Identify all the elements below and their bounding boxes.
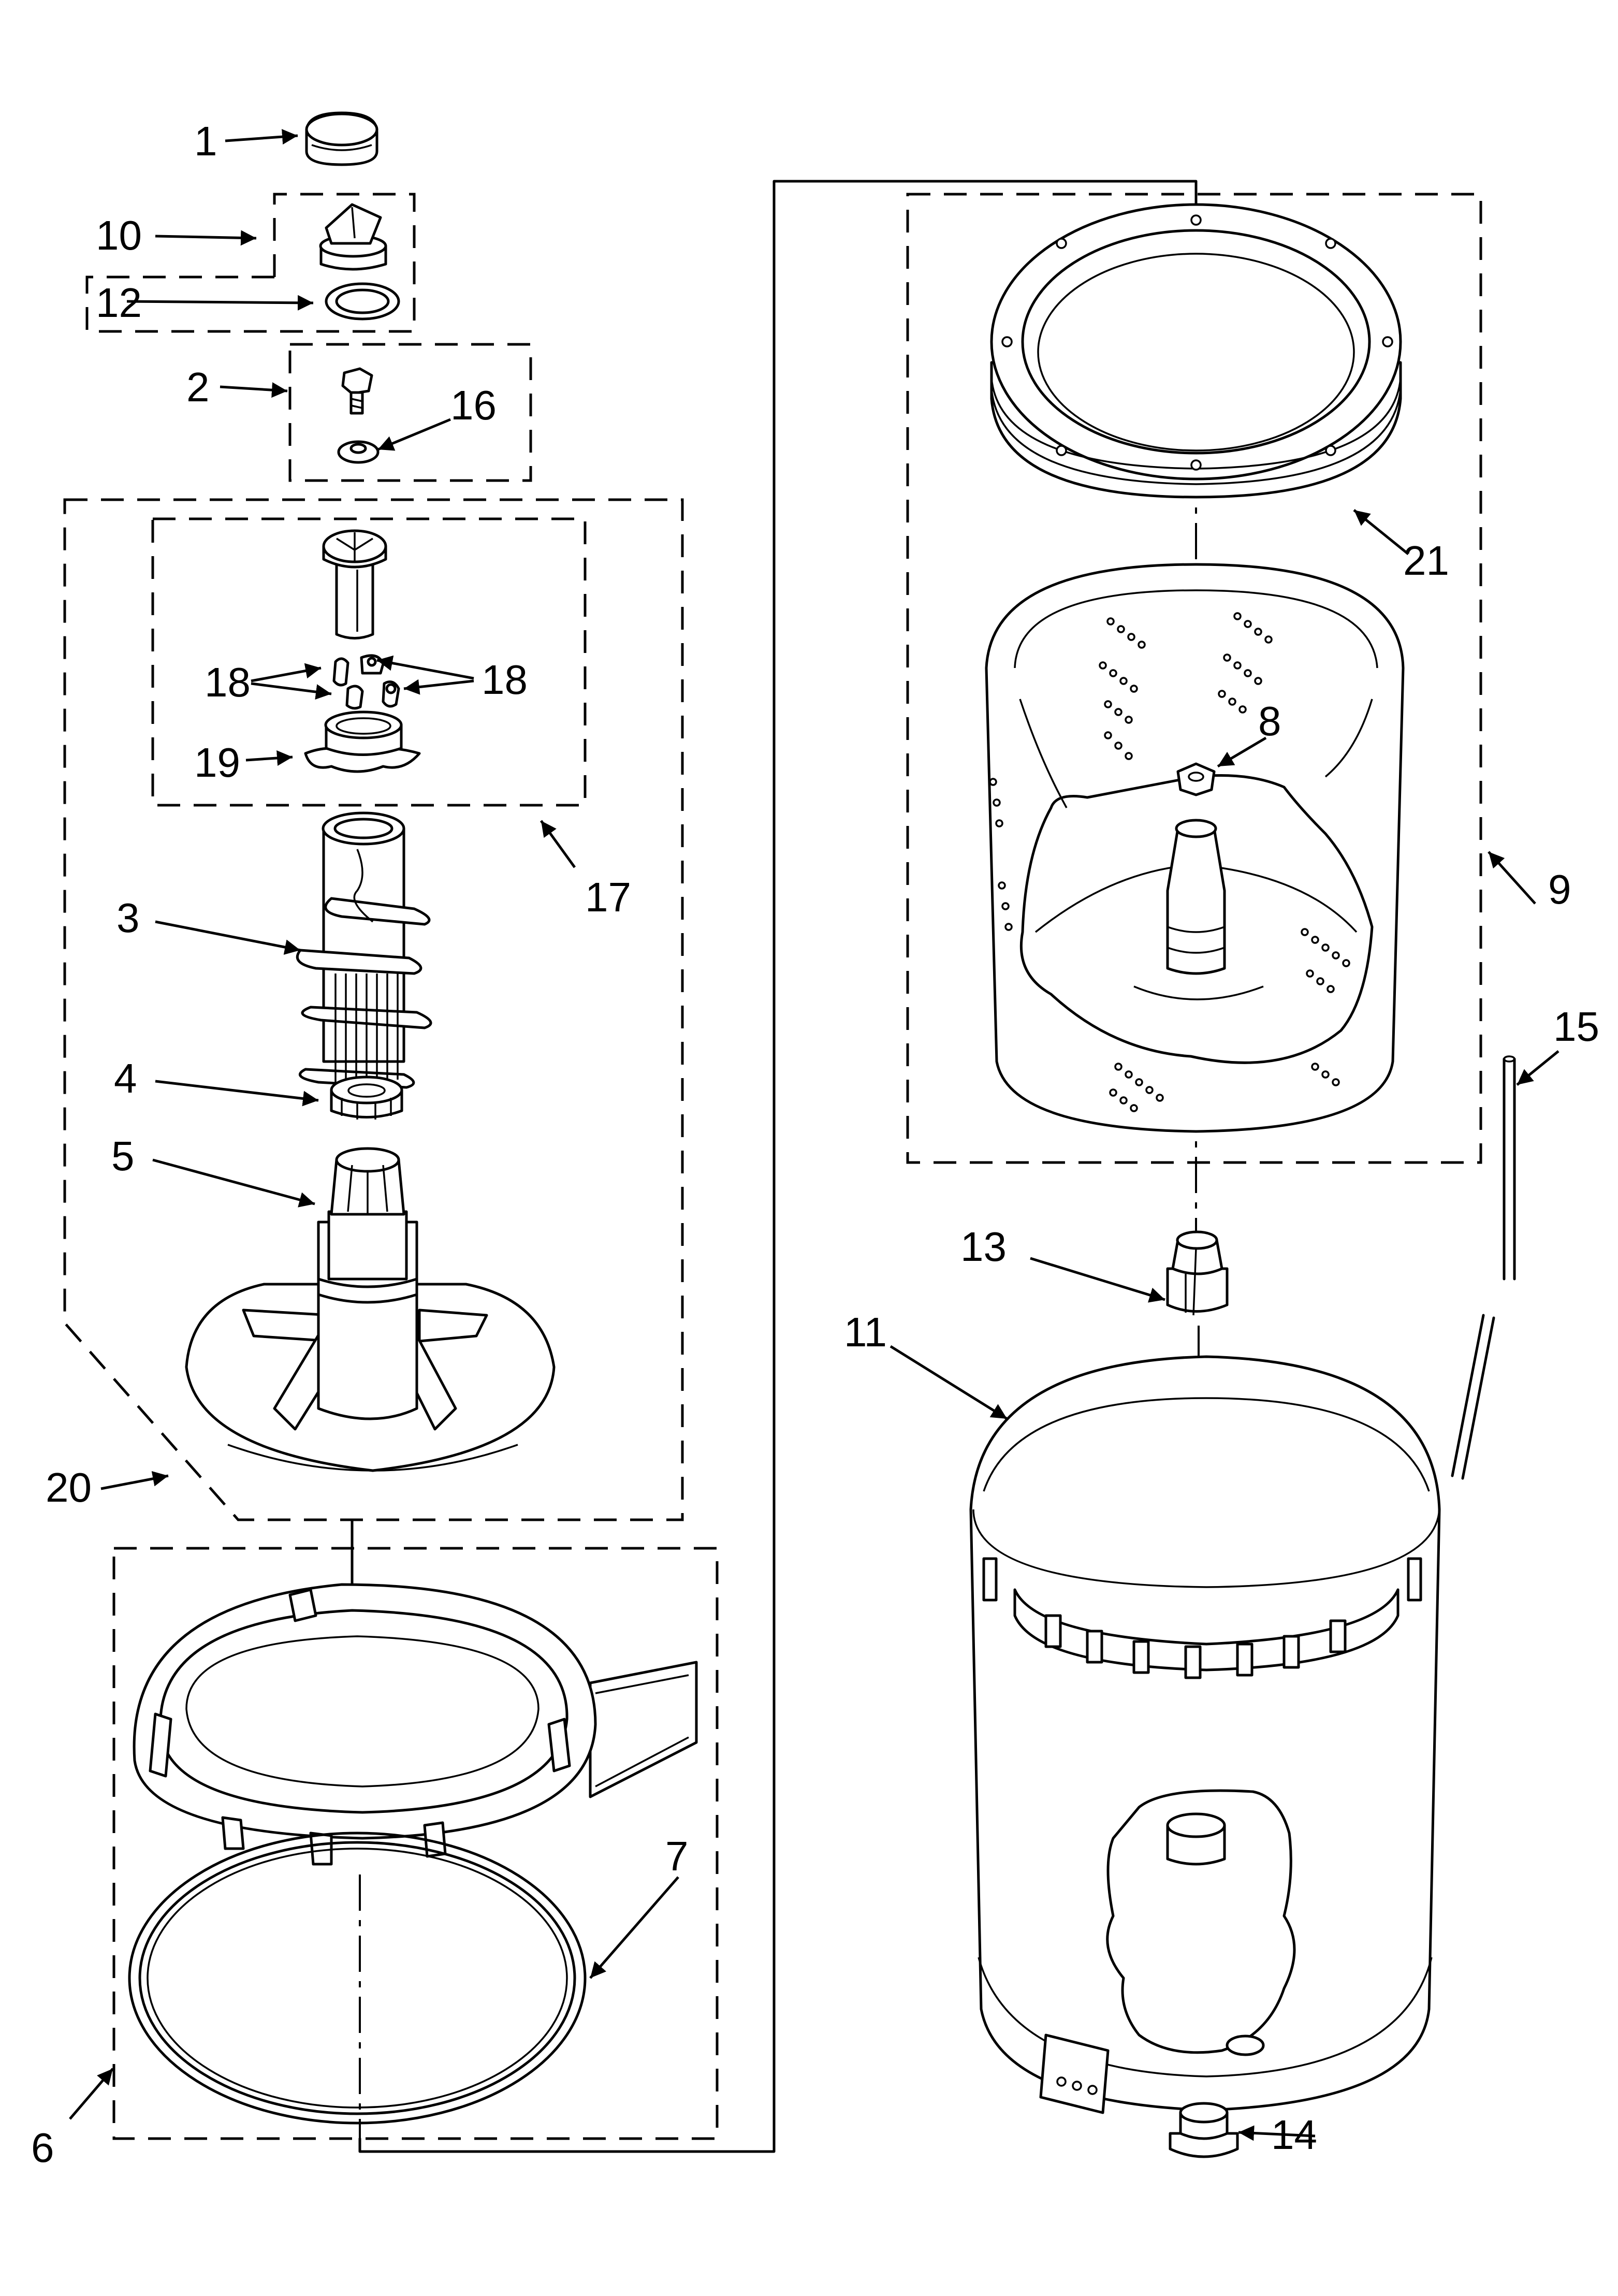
callout-20: 20: [46, 1464, 92, 1510]
callout-2: 2: [186, 364, 210, 410]
callout-12: 12: [96, 280, 142, 326]
callout-6: 6: [31, 2125, 54, 2171]
part-21-balance-ring: [990, 203, 1402, 499]
part-14-plug: [1169, 2102, 1239, 2158]
group-box-2: [288, 343, 532, 482]
group-box-20: [63, 498, 684, 1521]
callout-16: 16: [450, 382, 497, 428]
callout-8: 8: [1258, 698, 1281, 744]
part-10-softener-cap: [319, 203, 387, 271]
callout-labels: 1 2 3 4 5 6 7 8 9 10 11 12 13 14 15 16 1…: [31, 118, 1599, 2171]
part-2-bolt: [341, 367, 373, 415]
callout-7: 7: [665, 1833, 689, 1879]
callout-5: 5: [111, 1133, 135, 1179]
callout-21: 21: [1403, 537, 1449, 584]
part-7-tub-seal: [128, 1832, 587, 2125]
callout-1: 1: [194, 118, 217, 164]
callout-4: 4: [114, 1055, 137, 1101]
part-13-sleeve: [1166, 1230, 1229, 1316]
part-16-washer: [337, 440, 380, 464]
callout-11: 11: [844, 1309, 887, 1355]
group-boxes: [63, 193, 1482, 2140]
assembly-connector-line: [358, 180, 1198, 2153]
part-1-cap: [305, 111, 378, 166]
callout-19: 19: [194, 739, 240, 786]
part-12-seal-ring: [325, 282, 400, 321]
part-11-outer-tub: [969, 1355, 1441, 2114]
group-box-10: [85, 193, 416, 333]
part-17-agitator-cam: [322, 529, 387, 640]
callout-15: 15: [1553, 1004, 1599, 1050]
callout-17: 17: [585, 874, 631, 920]
callout-9: 9: [1548, 866, 1571, 912]
callout-13: 13: [960, 1224, 1007, 1270]
part-4-ratchet: [330, 1076, 403, 1120]
part-6-tub-ring: [133, 1583, 698, 1866]
part-19-dog-retainer: [304, 710, 421, 773]
part-8-nut: [1176, 762, 1216, 796]
group-box-9: [906, 193, 1482, 1164]
part-15-hose: [1451, 1055, 1516, 1480]
callout-3: 3: [116, 895, 140, 941]
group-box-6: [112, 1547, 719, 2140]
callout-18-left: 18: [205, 659, 251, 705]
callout-14: 14: [1271, 2112, 1317, 2158]
part-3-agitator-auger: [296, 811, 432, 1089]
callout-18-right: 18: [482, 657, 528, 703]
part-5-agitator-base: [185, 1147, 556, 1472]
part-9-wash-basket: [985, 563, 1405, 1133]
leader-lines: [69, 129, 1559, 2141]
callout-10: 10: [96, 212, 142, 258]
